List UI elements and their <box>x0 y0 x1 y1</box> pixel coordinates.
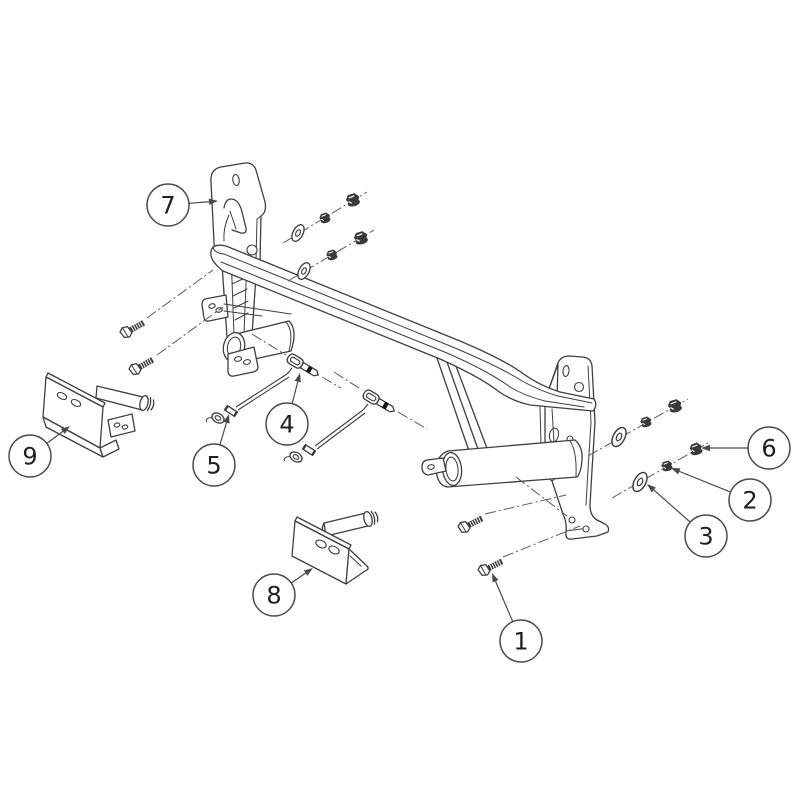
callout-balloon <box>499 619 543 663</box>
mount-frame <box>201 162 610 540</box>
callout-number: 5 <box>206 452 221 480</box>
lock-pin <box>360 387 398 417</box>
callout-balloon <box>747 426 791 470</box>
callout-number: 2 <box>742 487 757 515</box>
hex-bolt <box>118 316 147 341</box>
callout-2: 2 <box>671 468 772 522</box>
leader-arrowhead <box>671 468 681 475</box>
fasteners <box>118 191 704 579</box>
frame-cross-tube <box>210 244 597 412</box>
callout-leader-line <box>679 470 731 493</box>
callout-balloon <box>252 573 296 617</box>
callout-balloon <box>8 434 52 478</box>
frame-left-receiver-tube <box>222 320 295 377</box>
leader-arrowhead <box>647 484 656 493</box>
callout-1: 1 <box>492 573 543 663</box>
lanyard-cable <box>235 373 290 411</box>
callout-4: 4 <box>265 373 309 446</box>
callout-number: 7 <box>160 192 175 220</box>
callout-balloon <box>728 478 772 522</box>
leader-arrowhead <box>208 198 218 205</box>
leader-arrowhead <box>223 414 230 424</box>
callout-leader-line <box>291 381 299 404</box>
callout-7: 7 <box>146 183 218 227</box>
washer <box>608 424 630 450</box>
lanyard-link <box>286 367 293 375</box>
callout-3: 3 <box>647 484 728 558</box>
leader-arrowhead <box>492 573 499 583</box>
callout-5: 5 <box>192 414 236 487</box>
hex-nut <box>352 229 370 247</box>
hex-bolt-head <box>688 441 704 457</box>
cable-eyelet <box>282 447 305 469</box>
frame-right-receiver-tube <box>421 439 583 488</box>
callout-9: 9 <box>8 426 70 478</box>
callout-number: 9 <box>22 443 37 471</box>
cable-sleeve <box>301 443 317 457</box>
callout-6: 6 <box>701 426 791 470</box>
frame-support-struts <box>436 357 555 453</box>
callout-number: 6 <box>761 435 776 463</box>
callout-number: 8 <box>266 582 281 610</box>
callout-balloon <box>684 514 728 558</box>
leader-arrowhead <box>303 568 313 576</box>
flange-nut <box>659 459 675 473</box>
callout-leader-line <box>219 422 228 446</box>
lanyard-cable <box>314 409 366 450</box>
callout-leader-line <box>290 572 306 584</box>
flange-nut <box>638 415 654 429</box>
leader-arrowhead <box>60 426 70 434</box>
callout-leader-line <box>46 430 64 444</box>
callout-balloon <box>146 183 190 227</box>
hex-bolt <box>456 512 486 536</box>
callout-number: 1 <box>513 628 528 656</box>
cable-eyelet <box>204 408 227 430</box>
pin-bracket-left <box>42 372 156 458</box>
callout-number: 4 <box>279 411 294 439</box>
pin-bracket-right <box>291 508 380 585</box>
callout-leader-line <box>188 201 210 204</box>
lock-pin <box>284 351 322 381</box>
frame-left-bracket-plate <box>210 162 267 263</box>
flange-nut <box>324 248 340 262</box>
callout-layer: 1 2 3 4 5 6 7 8 9 <box>8 183 791 663</box>
callout-8: 8 <box>252 568 313 617</box>
hex-bolt <box>127 353 156 378</box>
hex-bolt <box>476 555 506 579</box>
callout-balloon <box>192 443 236 487</box>
washer <box>288 222 308 244</box>
callout-balloon <box>265 402 309 446</box>
lanyard-link <box>362 403 369 411</box>
hex-nut <box>344 191 362 209</box>
leader-arrowhead <box>701 444 710 452</box>
washer <box>629 469 651 495</box>
callout-number: 3 <box>698 523 713 551</box>
leader-arrowhead <box>294 373 301 383</box>
callout-leader-line <box>494 581 514 622</box>
hex-nut <box>666 397 684 415</box>
callout-leader-line <box>653 489 691 523</box>
lock-pin-lanyards <box>204 351 398 469</box>
flange-nut <box>317 211 333 225</box>
cable-sleeve <box>223 404 239 418</box>
